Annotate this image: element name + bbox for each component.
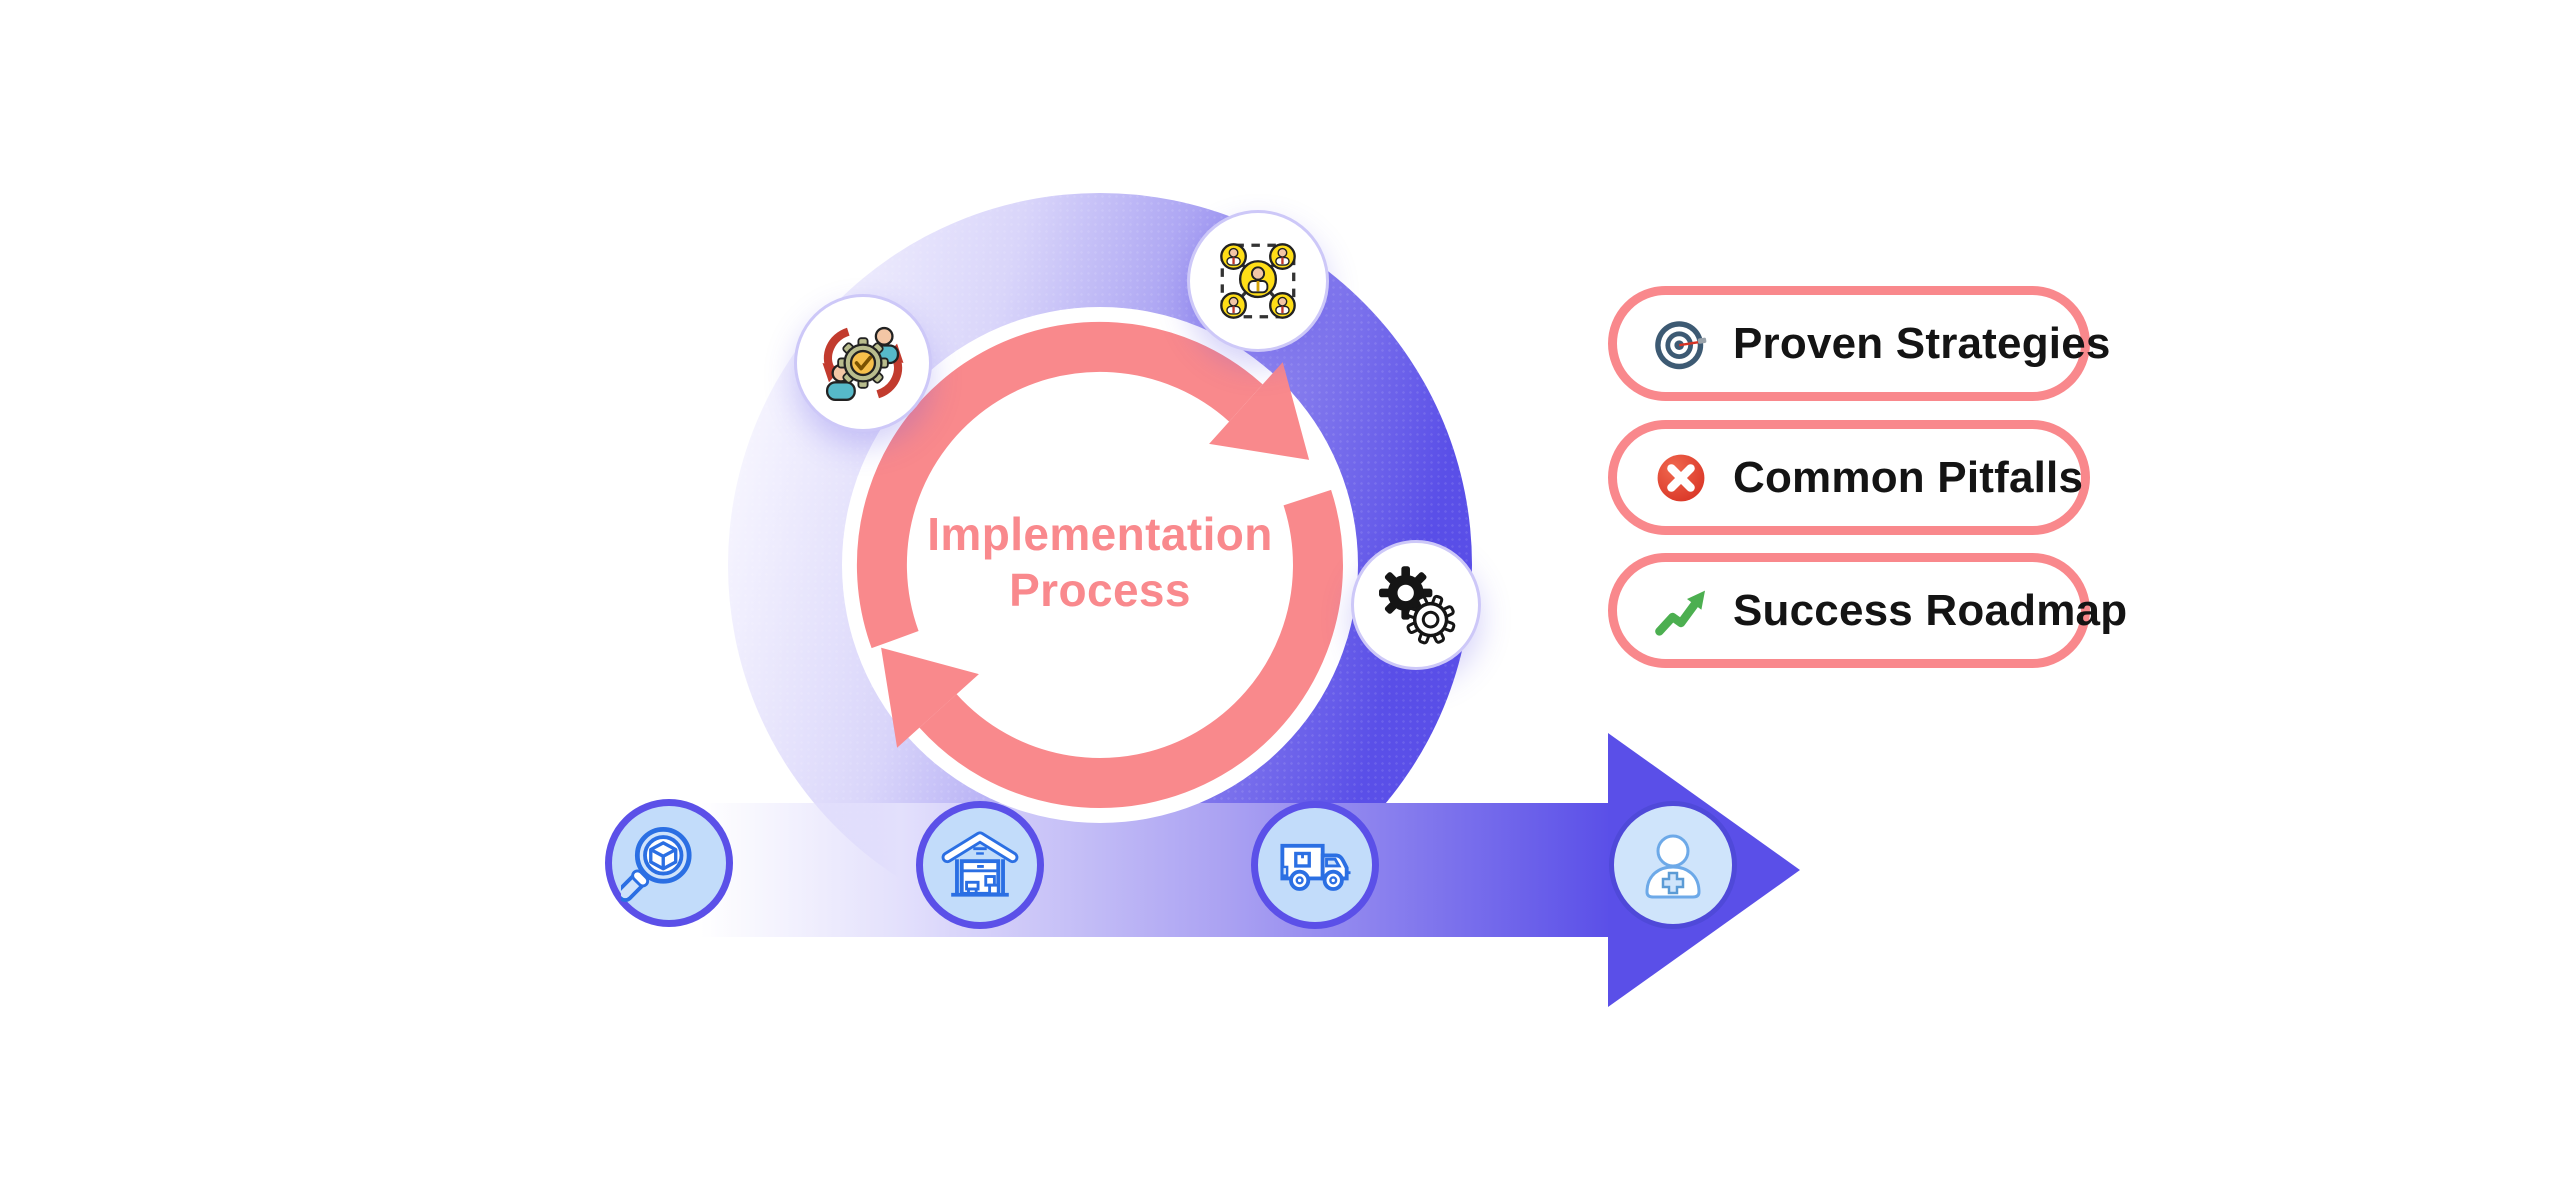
team-network-icon (1220, 243, 1296, 319)
gears-icon (1379, 566, 1456, 645)
cycle-arrows-icon (856, 321, 1343, 808)
step-warehouse (916, 801, 1044, 929)
delivery-truck-icon (1280, 843, 1351, 891)
diagram-title-line1: Implementation (927, 508, 1273, 560)
cross-mark-icon (1657, 454, 1705, 501)
step-delivery-truck (1251, 801, 1379, 929)
add-customer-icon (1645, 834, 1701, 899)
diagram-title: Implementation Process (820, 506, 1380, 618)
step-product-search (605, 799, 733, 927)
timeline-arrow-shaft (700, 803, 1612, 937)
benefit-label: Success Roadmap (1733, 585, 2128, 635)
product-search-icon (621, 827, 692, 902)
cycle-node-team-sync (794, 294, 932, 432)
step-add-customer (1609, 801, 1737, 929)
benefit-proven-strategies: Proven Strategies (1608, 286, 2110, 401)
benefit-label: Common Pitfalls (1733, 452, 2084, 502)
target-icon (1655, 320, 1707, 369)
warehouse-icon (941, 831, 1019, 897)
benefit-common-pitfalls: Common Pitfalls (1608, 420, 2090, 535)
growth-chart-icon (1655, 590, 1705, 636)
cycle-node-gears (1351, 540, 1481, 670)
diagram-title-line2: Process (1009, 564, 1191, 616)
benefit-success-roadmap: Success Roadmap (1608, 553, 2127, 668)
team-sync-icon (822, 326, 904, 401)
benefit-label: Proven Strategies (1733, 318, 2111, 368)
cycle-node-team-network (1187, 210, 1329, 352)
